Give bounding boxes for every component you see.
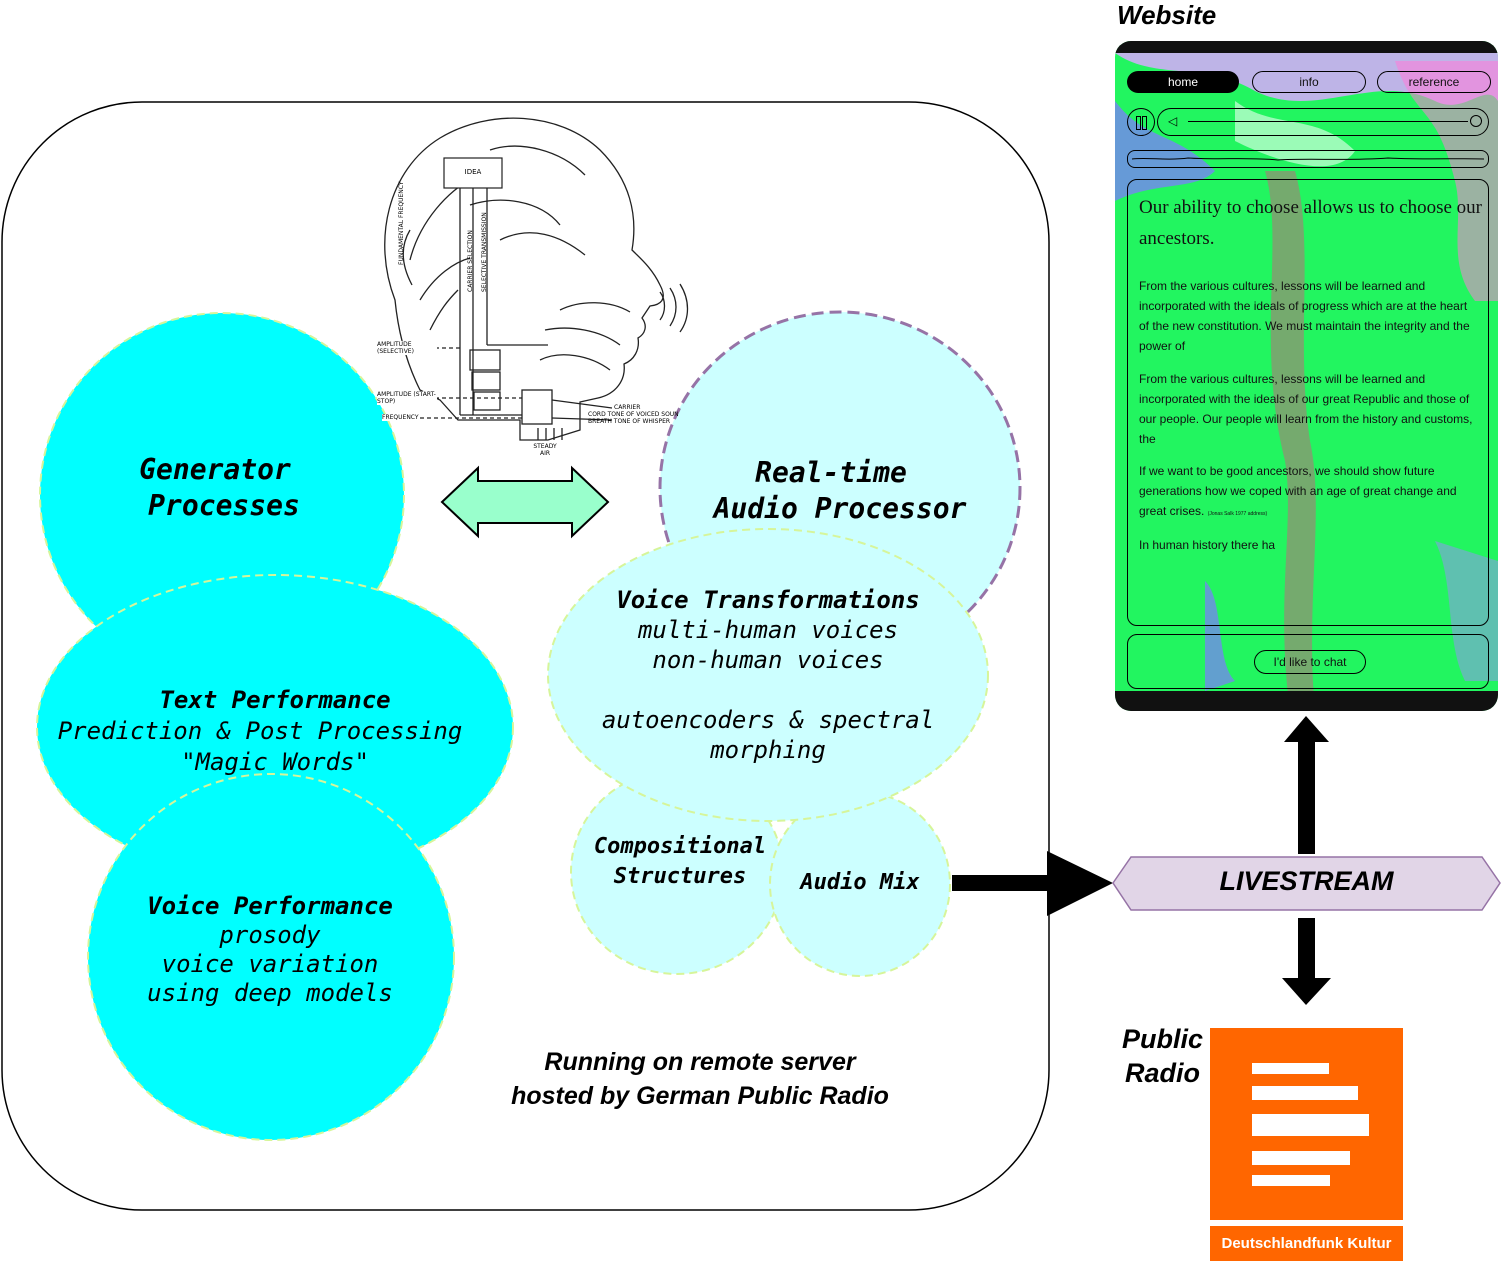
website-headline: Our ability to choose allows us to choos… xyxy=(1139,197,1483,249)
illustration-label-idea: IDEA xyxy=(464,168,482,176)
generator-title-line2: Processes xyxy=(148,489,300,522)
website-paragraph-3-text: If we want to be good ancestors, we shou… xyxy=(1139,464,1457,518)
illustration-label-cord-tone: CORD TONE OF VOICED SOUND xyxy=(588,411,678,418)
compositional-line1: Compositional xyxy=(593,834,767,859)
compositional-line2: Structures xyxy=(613,864,747,889)
voice-performance-node xyxy=(87,773,455,1141)
text-performance-line1: Prediction & Post Processing xyxy=(57,717,463,745)
public-radio-line1: Public xyxy=(1121,1024,1203,1054)
website-waveform xyxy=(1127,150,1489,168)
website-truncated-text: In human history there ha xyxy=(1139,538,1276,552)
voice-transformations-line3: autoencoders & spectral xyxy=(601,706,935,734)
voice-transformations-label: Voice Transformations multi-human voices… xyxy=(560,585,976,765)
website-paragraph-3: If we want to be good ancestors, we shou… xyxy=(1139,461,1479,524)
illustration-label-carrier-selection: CARRIER SELECTION xyxy=(467,230,474,292)
server-caption-line1: Running on remote server xyxy=(544,1048,856,1076)
bidirectional-arrow xyxy=(440,465,610,539)
voice-performance-line3: using deep models xyxy=(147,979,393,1007)
website-label: Website xyxy=(1117,0,1217,30)
website-paragraph-2: From the various cultures, lessons will … xyxy=(1139,372,1473,446)
website-volume-slider[interactable]: ◁ xyxy=(1157,108,1489,136)
voice-transformations-line1: multi-human voices xyxy=(637,616,899,644)
website-screenshot: home info reference ◁ Our ability to cho… xyxy=(1115,41,1498,711)
realtime-processor-label: Real-time Audio Processor xyxy=(690,455,990,527)
website-paragraph-1: From the various cultures, lessons will … xyxy=(1139,279,1470,353)
realtime-title-line1: Real-time xyxy=(755,456,907,489)
volume-knob[interactable] xyxy=(1470,115,1482,127)
server-caption-line2: hosted by German Public Radio xyxy=(511,1082,889,1110)
logo-mark xyxy=(1210,1028,1403,1220)
website-text-card: Our ability to choose allows us to choos… xyxy=(1127,179,1489,626)
illustration-label-selective-transmission: SELECTIVE TRANSMISSION xyxy=(481,212,488,292)
generator-processes-label: Generator Processes xyxy=(90,452,340,524)
website-chat-button[interactable]: I'd like to chat xyxy=(1254,650,1366,674)
illustration-label-breath-tone: BREATH TONE OF WHISPER xyxy=(588,418,671,425)
deutschlandfunk-kultur-logo: Deutschlandfunk Kultur xyxy=(1210,1028,1403,1261)
processor-cluster xyxy=(547,310,1022,977)
voice-performance-title: Voice Performance xyxy=(147,892,393,920)
livestream-node xyxy=(1112,856,1501,911)
illustration-label-fundamental: FUNDAMENTAL FREQUENCY xyxy=(398,181,405,265)
speaker-icon: ◁ xyxy=(1168,114,1178,128)
text-performance-title: Text Performance xyxy=(159,686,391,714)
text-performance-line2: "Magic Words" xyxy=(181,748,369,776)
livestream-to-radio-arrow xyxy=(1282,918,1331,1005)
speech-head-illustration xyxy=(384,117,689,441)
illustration-label-amplitude-startstop: AMPLITUDE (START-STOP) xyxy=(377,391,437,405)
server-caption: Running on remote server hosted by Germa… xyxy=(470,1045,930,1113)
illustration-label-steady-air: STEADY AIR xyxy=(533,443,557,457)
livestream-to-website-arrow xyxy=(1284,716,1329,854)
public-radio-label: Public Radio xyxy=(1115,1022,1210,1090)
website-footnote: (Jonas Salk 1977 address) xyxy=(1207,511,1268,517)
illustration-label-carrier: CARRIER xyxy=(614,404,641,411)
website-chat-box: I'd like to chat xyxy=(1127,634,1489,689)
logo-wordmark: Deutschlandfunk Kultur xyxy=(1210,1226,1403,1261)
mix-to-livestream-arrow xyxy=(952,851,1113,916)
voice-performance-line1: prosody xyxy=(219,921,321,949)
voice-transformations-line4: morphing xyxy=(710,736,826,764)
realtime-title-line2: Audio Processor xyxy=(713,492,967,525)
voice-transformations-line2: non-human voices xyxy=(652,646,884,674)
voice-performance-line2: voice variation xyxy=(161,950,379,978)
voice-transformations-title: Voice Transformations xyxy=(616,586,920,614)
text-performance-node xyxy=(36,574,514,880)
public-radio-line2: Radio xyxy=(1124,1058,1200,1088)
audio-mix-label: Audio Mix xyxy=(785,869,935,897)
illustration-label-amplitude-selective: AMPLITUDE (SELECTIVE) xyxy=(377,341,437,355)
illustration-label-frequency: FREQUENCY xyxy=(382,414,419,421)
voice-performance-label: Voice Performance prosody voice variatio… xyxy=(110,892,430,1008)
generator-title-line1: Generator xyxy=(139,453,291,486)
livestream-label: LIVESTREAM xyxy=(1219,866,1394,896)
website-nav-reference[interactable]: reference xyxy=(1377,71,1491,93)
text-performance-label: Text Performance Prediction & Post Proce… xyxy=(40,685,510,778)
audio-mix-node xyxy=(769,791,951,977)
audio-mix-text: Audio Mix xyxy=(800,870,920,895)
voice-transformations-node xyxy=(547,528,989,822)
generator-cluster xyxy=(36,312,514,1141)
website-pause-button[interactable] xyxy=(1127,108,1155,136)
website-nav-info[interactable]: info xyxy=(1252,71,1366,93)
compositional-structures-label: Compositional Structures xyxy=(578,832,782,892)
website-nav-home[interactable]: home xyxy=(1127,71,1239,93)
